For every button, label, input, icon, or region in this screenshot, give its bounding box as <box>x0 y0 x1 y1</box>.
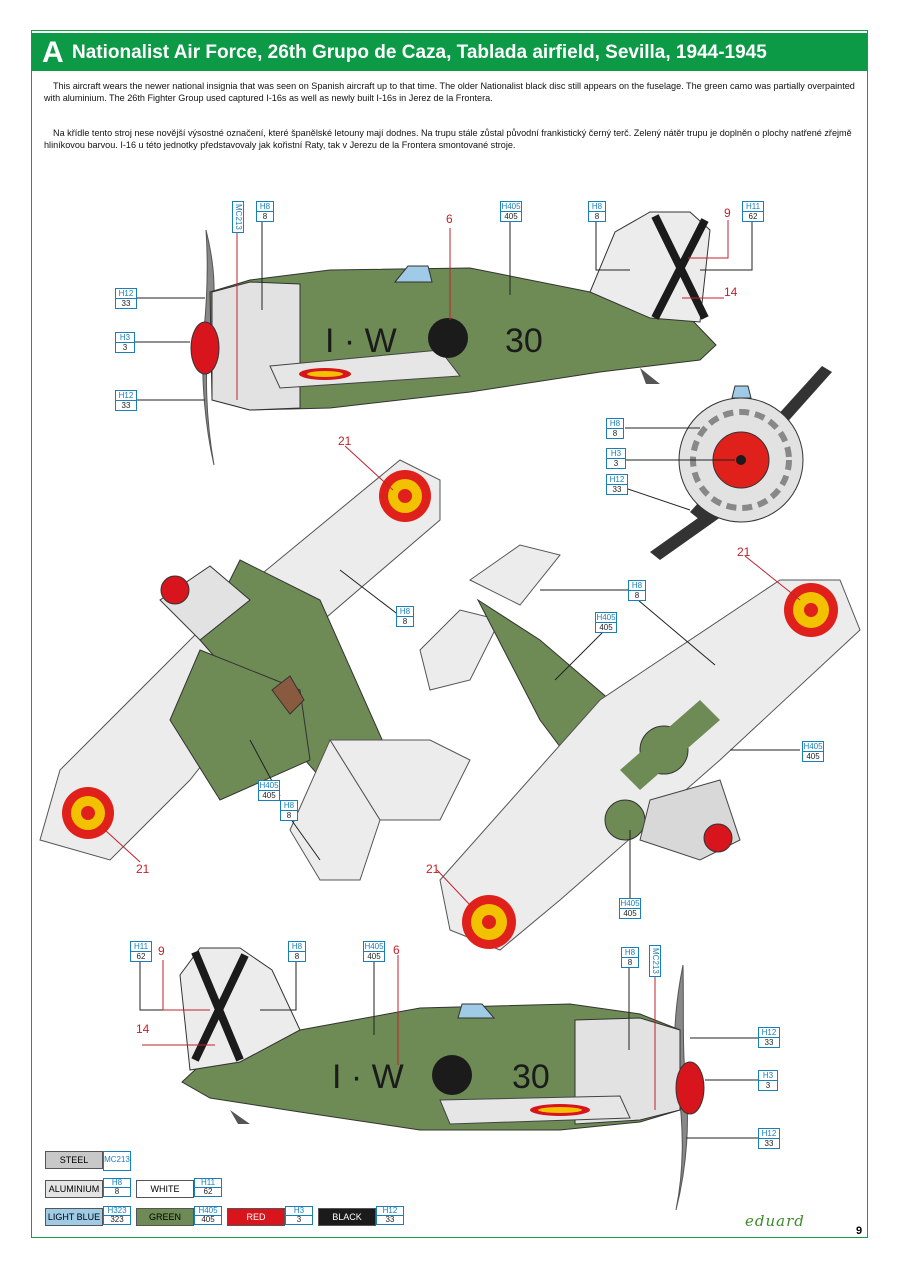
legend-swatch-black: BLACK <box>318 1208 376 1226</box>
plan-view-top <box>39 459 471 881</box>
description-english: This aircraft wears the newer national i… <box>44 81 855 103</box>
side-profile-left: I · W 30 <box>190 211 717 466</box>
legend-code-steel: MC213 <box>103 1151 131 1171</box>
decal-number-21: 21 <box>136 862 150 876</box>
decal-number-21: 21 <box>426 862 440 876</box>
side-code-right-2: 30 <box>512 1058 550 1096</box>
decal-number-14: 14 <box>136 1022 150 1036</box>
decal-number-14: 14 <box>724 285 738 299</box>
front-view <box>650 366 832 560</box>
decal-number-6: 6 <box>446 212 453 226</box>
side-code-right-1: 30 <box>505 322 543 360</box>
decal-number-6: 6 <box>393 943 400 957</box>
profile-title: Nationalist Air Force, 26th Grupo de Caz… <box>72 42 767 63</box>
description-czech: Na křídle tento stroj nese novější výsos… <box>44 128 852 150</box>
profile-header-bar: A Nationalist Air Force, 26th Grupo de C… <box>32 33 867 71</box>
legend-swatch-white: WHITE <box>136 1180 194 1198</box>
profile-letter: A <box>42 36 64 69</box>
page-number: 9 <box>856 1225 863 1237</box>
callout-mc213: MC213 <box>232 201 244 233</box>
legend-swatch-aluminium: ALUMINIUM <box>45 1180 103 1198</box>
legend-swatch-red: RED <box>227 1208 285 1226</box>
legend-swatch-steel: STEEL <box>45 1151 103 1169</box>
decal-number-21: 21 <box>338 434 352 448</box>
legend-swatch-light-blue: LIGHT BLUE <box>45 1208 103 1226</box>
decal-number-9: 9 <box>158 944 165 958</box>
decal-number-21: 21 <box>737 545 751 559</box>
callout-mc213: MC213 <box>649 945 661 977</box>
plan-view-underside <box>419 544 861 951</box>
page-frame <box>31 30 868 1238</box>
side-profile-right: I · W 30 <box>179 947 705 1211</box>
side-code-left-1: I · W <box>325 322 397 360</box>
side-code-left-2: I · W <box>332 1058 404 1096</box>
decal-number-9: 9 <box>724 206 731 220</box>
eduard-logo: eduard <box>745 1212 805 1230</box>
legend-swatch-green: GREEN <box>136 1208 194 1226</box>
